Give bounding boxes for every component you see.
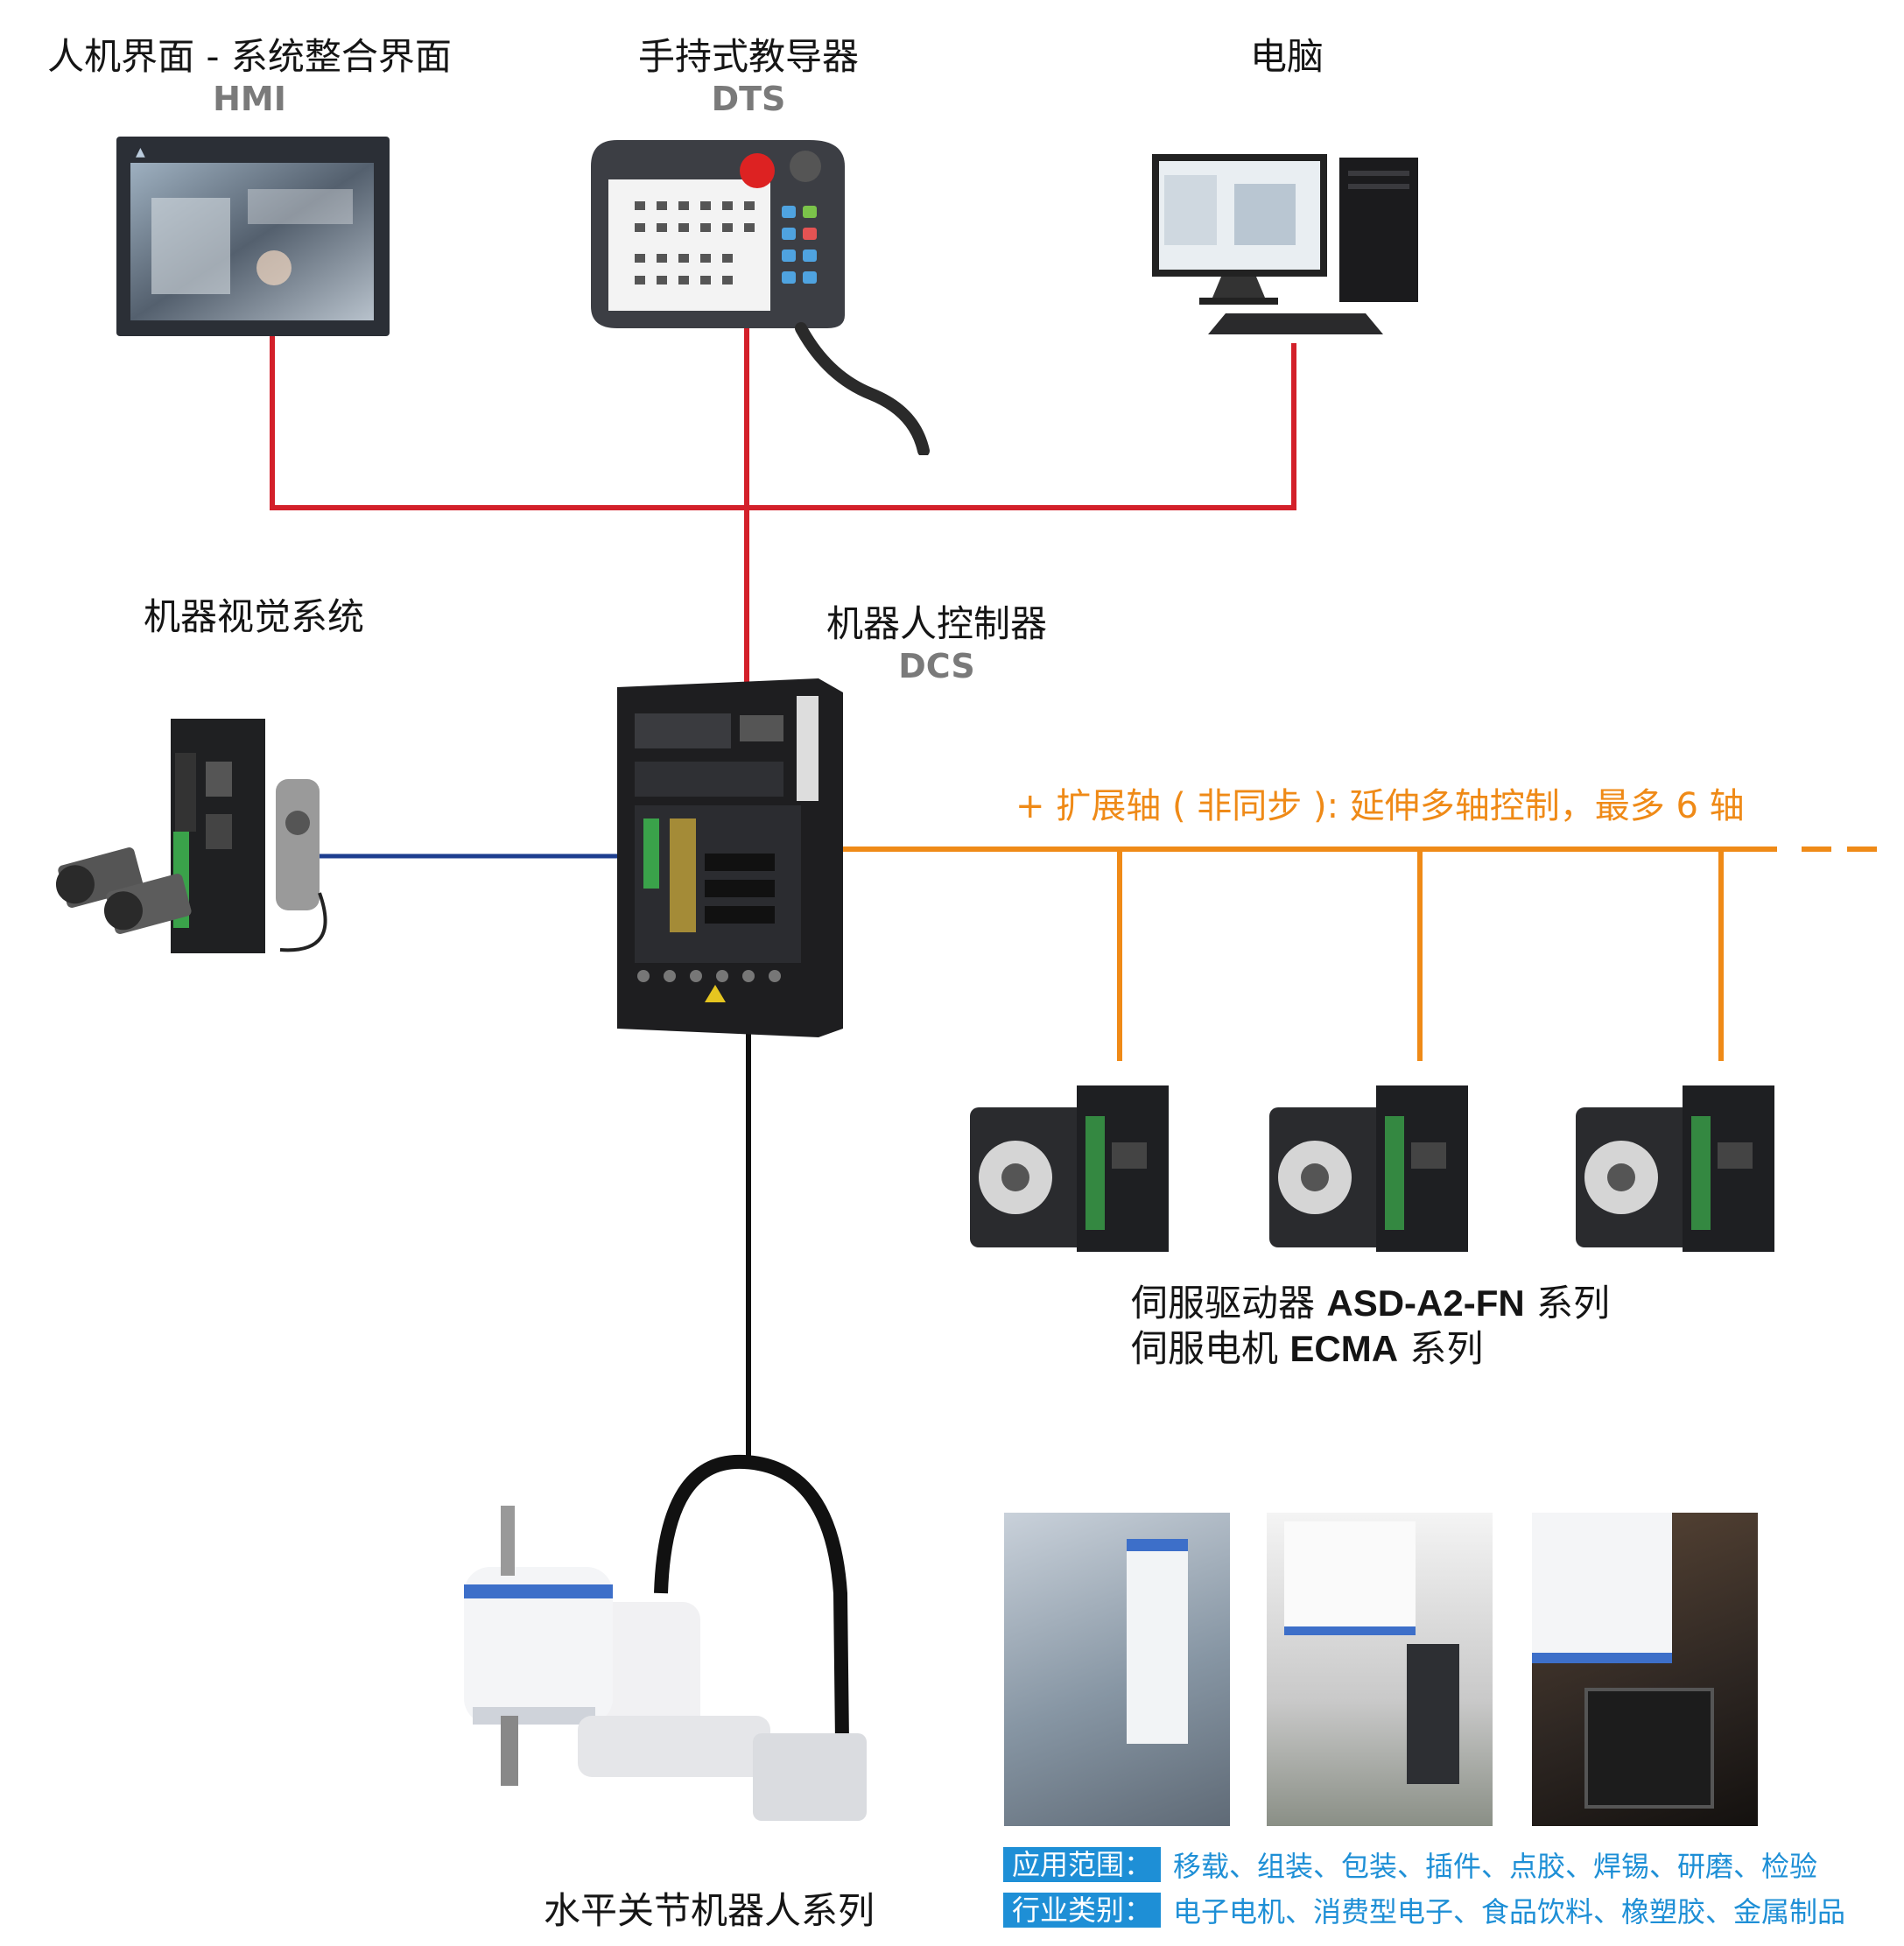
pc-label: 电脑 [1199,35,1374,79]
dispenser-graphic [1407,1644,1459,1784]
pc-device [1147,149,1427,345]
scara-title: 水平关节机器人系列 [543,1889,875,1932]
servo-drive-label: 伺服驱动器 ASD-A2-FN 系列 [1131,1281,1610,1326]
vision-title: 机器视觉系统 [143,595,364,638]
robot-arm-graphic [1284,1521,1416,1635]
servo-drive-suffix: 系列 [1524,1282,1611,1324]
servo-motor-prefix: 伺服电机 [1131,1327,1290,1370]
vision-label: 机器视觉系统 [118,595,390,639]
hmi-code: HMI [213,80,286,118]
applications-row: 应用范围： 移载、组装、包装、插件、点胶、焊锡、研磨、检验 [1003,1845,1817,1884]
robot-arm-graphic [1127,1539,1188,1744]
hmi-title: 人机界面 - 系统整合界面 [47,35,452,78]
hmi-device: ▲ [116,137,390,340]
applications-text: 移载、组装、包装、插件、点胶、焊锡、研磨、检验 [1173,1850,1818,1883]
extension-bus [840,847,1880,1061]
servo-drive-prefix: 伺服驱动器 [1131,1282,1327,1324]
vision-device [53,718,333,958]
servo-motor-suffix: 系列 [1398,1327,1484,1370]
industries-row: 行业类别： 电子电机、消费型电子、食品饮料、橡塑胶、金属制品 [1003,1891,1845,1929]
industries-tag: 行业类别： [1003,1893,1162,1928]
dcs-code: DCS [898,647,975,685]
dcs-title: 机器人控制器 [826,602,1047,645]
dcs-label: 机器人控制器 DCS [805,602,1068,686]
dcs-device [617,678,845,1041]
servo-motor-model: ECMA [1289,1328,1399,1369]
ethernet-bus [270,326,1296,685]
dts-code: DTS [711,80,786,118]
hmi-label: 人机界面 - 系统整合界面 HMI [44,35,455,119]
servo-set-2 [1262,1064,1472,1260]
dts-device [582,131,932,459]
pc-title: 电脑 [1249,35,1324,78]
industries-text: 电子电机、消费型电子、食品饮料、橡塑胶、金属制品 [1173,1895,1846,1928]
application-photo-1 [1004,1513,1230,1826]
scara-label: 水平关节机器人系列 [525,1889,893,1933]
servo-drive-model: ASD-A2-FN [1326,1282,1525,1324]
servo-set-3 [1569,1064,1779,1260]
applications-tag: 应用范围： [1003,1847,1162,1882]
delta-logo-icon: ▲ [136,145,145,159]
servo-set-1 [963,1064,1173,1260]
dts-label: 手持式教导器 DTS [604,35,893,119]
scara-robot [446,1453,902,1833]
dts-title: 手持式教导器 [637,35,859,78]
application-photo-2 [1267,1513,1493,1826]
extension-axis-label: + 扩展轴 ( 非同步 ): 延伸多轴控制，最多 6 轴 [1015,786,1745,826]
robot-arm-graphic [1532,1513,1672,1663]
application-photo-3 [1532,1513,1758,1826]
fixture-graphic [1584,1688,1714,1809]
servo-motor-label: 伺服电机 ECMA 系列 [1131,1326,1483,1372]
